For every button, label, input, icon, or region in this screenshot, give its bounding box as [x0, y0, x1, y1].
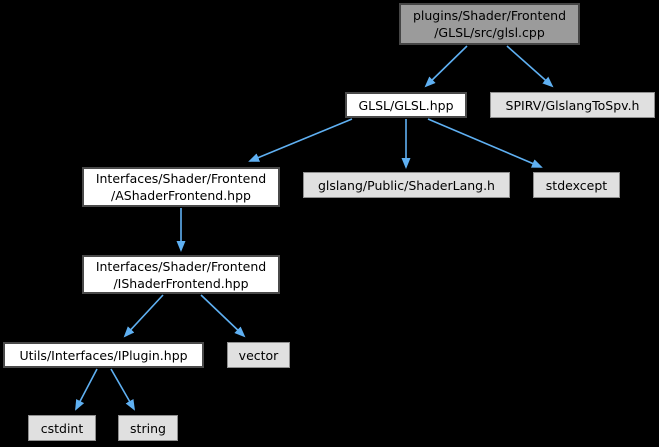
node-ishaderfrontend-hpp[interactable]: Interfaces/Shader/Frontend /IShaderFront… — [82, 255, 280, 294]
edge-iplugin-to-cstdint — [75, 368, 98, 411]
node-ashaderfrontend-hpp[interactable]: Interfaces/Shader/Frontend /AShaderFront… — [82, 167, 280, 207]
node-cstdint: cstdint — [28, 415, 96, 441]
edge-glsl-cpp-to-glsl-hpp — [424, 45, 468, 88]
node-shaderlang-h: glslang/Public/ShaderLang.h — [303, 172, 510, 198]
node-stdexcept: stdexcept — [533, 172, 620, 198]
edge-ishader-to-vector — [200, 294, 246, 338]
node-spirv-glslangtospv-h: SPIRV/GlslangToSpv.h — [490, 92, 655, 118]
node-glsl-hpp[interactable]: GLSL/GLSL.hpp — [345, 92, 467, 118]
edge-iplugin-to-string — [110, 368, 135, 411]
edge-glsl-hpp-to-ashader — [248, 118, 353, 162]
edge-glsl-hpp-to-stdexcept — [427, 118, 543, 168]
node-iplugin-hpp[interactable]: Utils/Interfaces/IPlugin.hpp — [3, 342, 204, 368]
node-vector: vector — [227, 342, 290, 368]
edge-ishader-to-iplugin — [123, 294, 164, 338]
node-string: string — [118, 415, 178, 441]
edge-glsl-cpp-to-spirv — [506, 45, 554, 88]
node-glsl-cpp: plugins/Shader/Frontend /GLSL/src/glsl.c… — [399, 3, 580, 45]
